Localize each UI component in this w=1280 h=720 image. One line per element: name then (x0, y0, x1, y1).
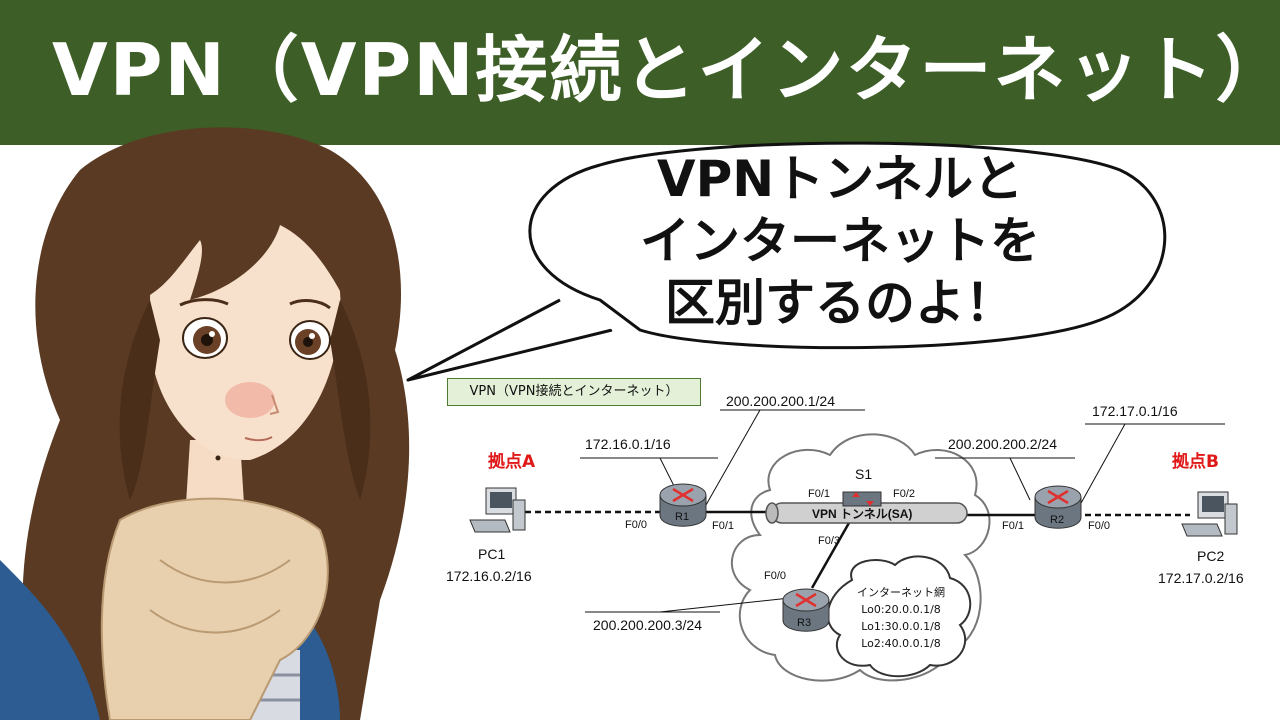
internet-title: インターネット網 (857, 586, 945, 599)
bubble-line-2: インターネットを (640, 212, 1040, 270)
loopback-1: Lo1:30.0.0.1/8 (861, 620, 941, 633)
pc1-icon (469, 487, 526, 533)
vpn-tunnel-label: VPN トンネル(SA) (812, 507, 913, 521)
bubble-line-3: 区別するのよ！ (665, 274, 1015, 332)
s1-port-3: F0/3 (818, 535, 841, 547)
r3-ip: 200.200.200.3/24 (593, 617, 702, 633)
r2-name: R2 (1050, 514, 1065, 526)
pc1-ip: 172.16.0.2/16 (446, 568, 532, 584)
speech-bubble-text: VPNトンネルと インターネットを 区別するのよ！ (560, 148, 1120, 334)
internet-cloud-labels: インターネット網 Lo0:20.0.0.1/8 Lo1:30.0.0.1/8 L… (846, 584, 956, 652)
pc2-ip: 172.17.0.2/16 (1158, 570, 1244, 586)
r2-lan-ip: 172.17.0.1/16 (1092, 403, 1178, 419)
network-diagram (469, 409, 1238, 682)
r2-port-lan: F0/0 (1088, 520, 1111, 532)
loopback-0: Lo0:20.0.0.1/8 (861, 603, 941, 616)
site-b-label: 拠点B (1172, 452, 1219, 472)
r1-name: R1 (675, 511, 690, 523)
r2-wan-ip: 200.200.200.2/24 (948, 436, 1057, 452)
r1-wan-ip: 200.200.200.1/24 (726, 393, 835, 409)
router-r1-icon (659, 483, 707, 527)
diagram-title-tag: VPN（VPN接続とインターネット） (447, 378, 701, 406)
r1-lan-ip: 172.16.0.1/16 (585, 436, 671, 452)
speech-bubble (406, 141, 1167, 382)
s1-port-2: F0/2 (893, 488, 916, 500)
page-title: VPN（VPN接続とインターネット） (52, 28, 1280, 112)
switch-s1-icon (842, 491, 882, 507)
pc2-icon (1181, 491, 1238, 537)
bubble-line-1: VPNトンネルと (656, 150, 1024, 208)
woman-illustration (0, 127, 410, 720)
title-bar: VPN（VPN接続とインターネット） (0, 0, 1280, 145)
s1-port-1: F0/1 (808, 488, 831, 500)
pc2-name: PC2 (1197, 548, 1225, 564)
router-r2-icon (1034, 485, 1082, 529)
r3-port: F0/0 (764, 570, 787, 582)
pc1-name: PC1 (478, 546, 506, 562)
r2-port-wan: F0/1 (1002, 520, 1025, 532)
router-r3-icon (782, 588, 830, 632)
site-a-label: 拠点A (488, 452, 536, 472)
s1-name: S1 (855, 466, 873, 482)
loopback-2: Lo2:40.0.0.1/8 (861, 637, 941, 650)
r1-port-lan: F0/0 (625, 519, 648, 531)
r3-name: R3 (797, 617, 812, 629)
r1-port-wan: F0/1 (712, 520, 735, 532)
